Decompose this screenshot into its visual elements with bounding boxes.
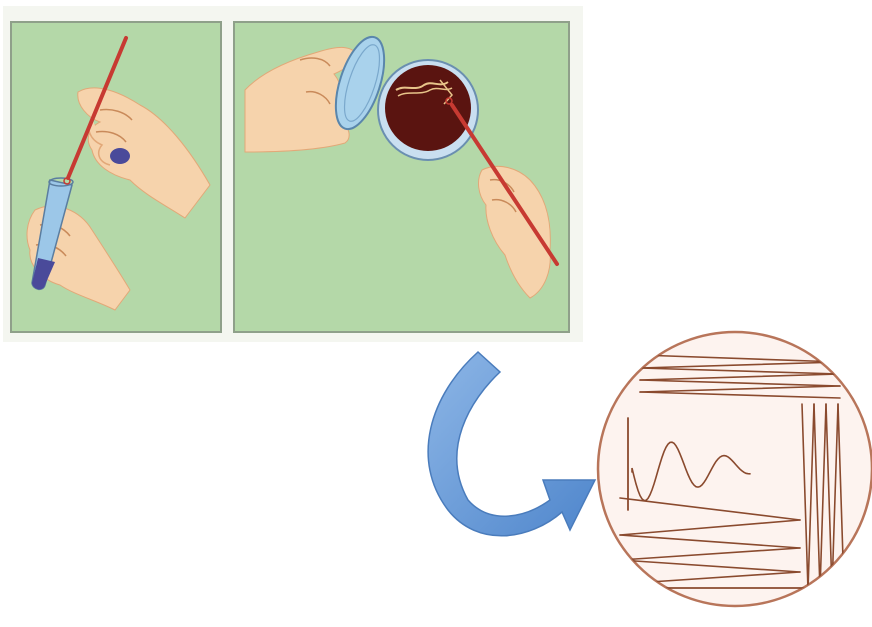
curved-arrow-icon — [428, 352, 595, 536]
agar-plate-icon — [378, 60, 478, 160]
panel-streaking-agar-plate — [234, 22, 569, 332]
streak-plate-icon — [598, 332, 872, 606]
panel-inoculating-loop-and-tube — [11, 22, 221, 332]
